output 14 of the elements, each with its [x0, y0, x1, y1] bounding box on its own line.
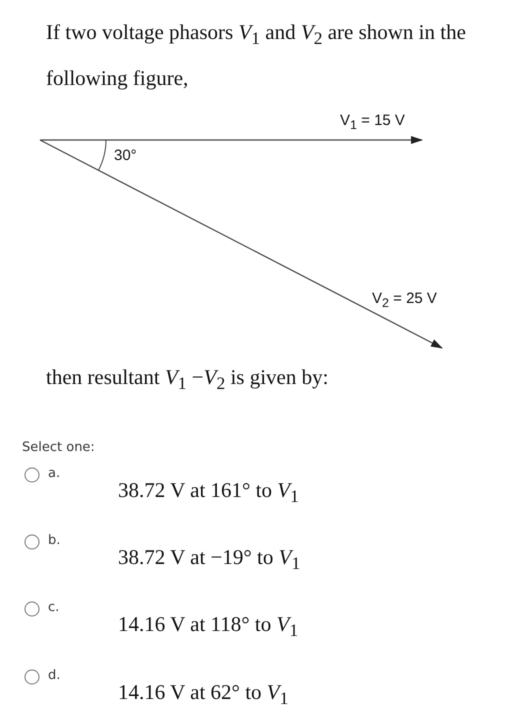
answer-option: 38.72 V at −19° to V$_{1}$	[118, 545, 300, 574]
vector-label: V$_{2}$ = 25 V	[372, 290, 437, 310]
option-letter: a.	[48, 466, 60, 481]
option-letter: c.	[48, 600, 60, 615]
question-text: If two voltage phasors V$_{1}$ and V$_{2}$ are shown in the following figure,	[46, 19, 467, 92]
answer-option: 38.72 V at 161° to V$_{1}$	[118, 478, 299, 508]
prompt-text: Select one:	[22, 440, 95, 455]
question-text: then resultant V$_{1}$ −V$_{2}$ is given by:	[46, 365, 328, 394]
vector-label: V$_{1}$ = 15 V	[340, 112, 405, 132]
angle-label: 30°	[114, 147, 137, 164]
option-letter: d.	[48, 668, 60, 683]
option-letter: b.	[48, 533, 60, 548]
answer-option: 14.16 V at 62° to V$_{1}$	[118, 680, 288, 710]
answer-option: 14.16 V at 118° to V$_{1}$	[118, 612, 298, 642]
